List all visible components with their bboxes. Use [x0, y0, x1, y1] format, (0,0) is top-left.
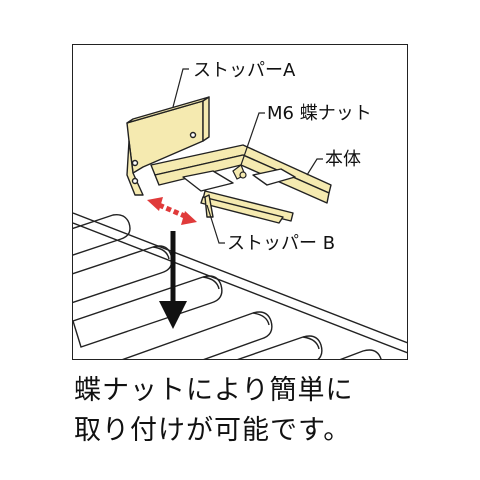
- label-stopper-a: ストッパーA: [193, 60, 296, 81]
- conveyor-roller: [237, 335, 323, 359]
- conveyor-roller: [73, 213, 131, 256]
- leader-line-stopper-a: [172, 68, 189, 108]
- caption-line-2: 取り付けが可能です。: [74, 415, 352, 446]
- red-double-arrow: [147, 197, 197, 225]
- leader-line-wing-nut: [240, 112, 265, 166]
- conveyor-roller: [122, 311, 273, 359]
- label-stopper-b: ストッパー B: [227, 233, 335, 254]
- caption-line-1: 蝶ナットにより簡単に: [74, 375, 354, 406]
- assembly-diagram: ストッパーA M6 蝶ナット 本体 ストッパー B: [73, 60, 407, 359]
- label-wing-nut: M6 蝶ナット: [267, 103, 372, 124]
- roller-conveyor: [73, 212, 407, 359]
- conveyor-frame-edge: [73, 212, 407, 344]
- conveyor-frame-edge: [73, 222, 407, 354]
- leader-line-stopper-b: [206, 204, 225, 244]
- black-down-arrow: [159, 231, 187, 329]
- leader-lines: [172, 68, 323, 244]
- leader-line-body: [306, 158, 323, 176]
- label-body: 本体: [325, 149, 361, 170]
- stopper-a-part: [126, 96, 210, 196]
- stopper-b-part: [200, 194, 284, 224]
- wing-nut-part: [232, 164, 247, 180]
- diagram-frame: ストッパーA M6 蝶ナット 本体 ストッパー B: [72, 44, 408, 360]
- conveyor-roller: [339, 349, 382, 359]
